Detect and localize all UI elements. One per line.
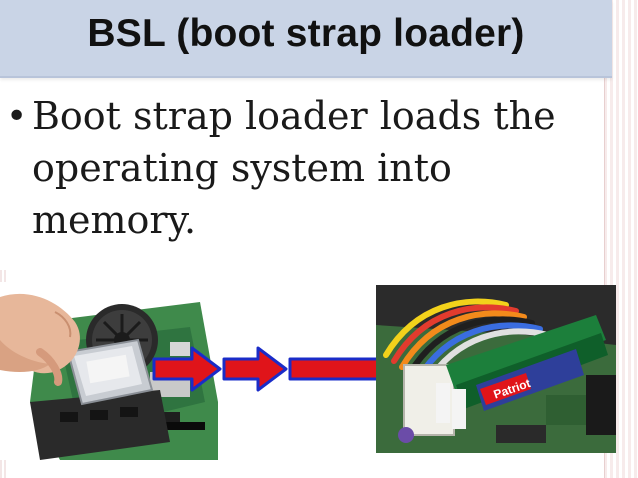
- bullet-text: Boot strap loader loads the operating sy…: [32, 90, 572, 246]
- slide-title: BSL (boot strap loader): [0, 12, 612, 56]
- ram-module-illustration: Patriot: [376, 285, 616, 453]
- arrow-right-icon-2: [222, 346, 288, 392]
- title-bar: BSL (boot strap loader): [0, 0, 612, 78]
- bullet-dot-icon: •: [6, 96, 27, 137]
- arrow-right-icon-1: [152, 346, 222, 392]
- ram-module-photo: Patriot: [376, 285, 616, 453]
